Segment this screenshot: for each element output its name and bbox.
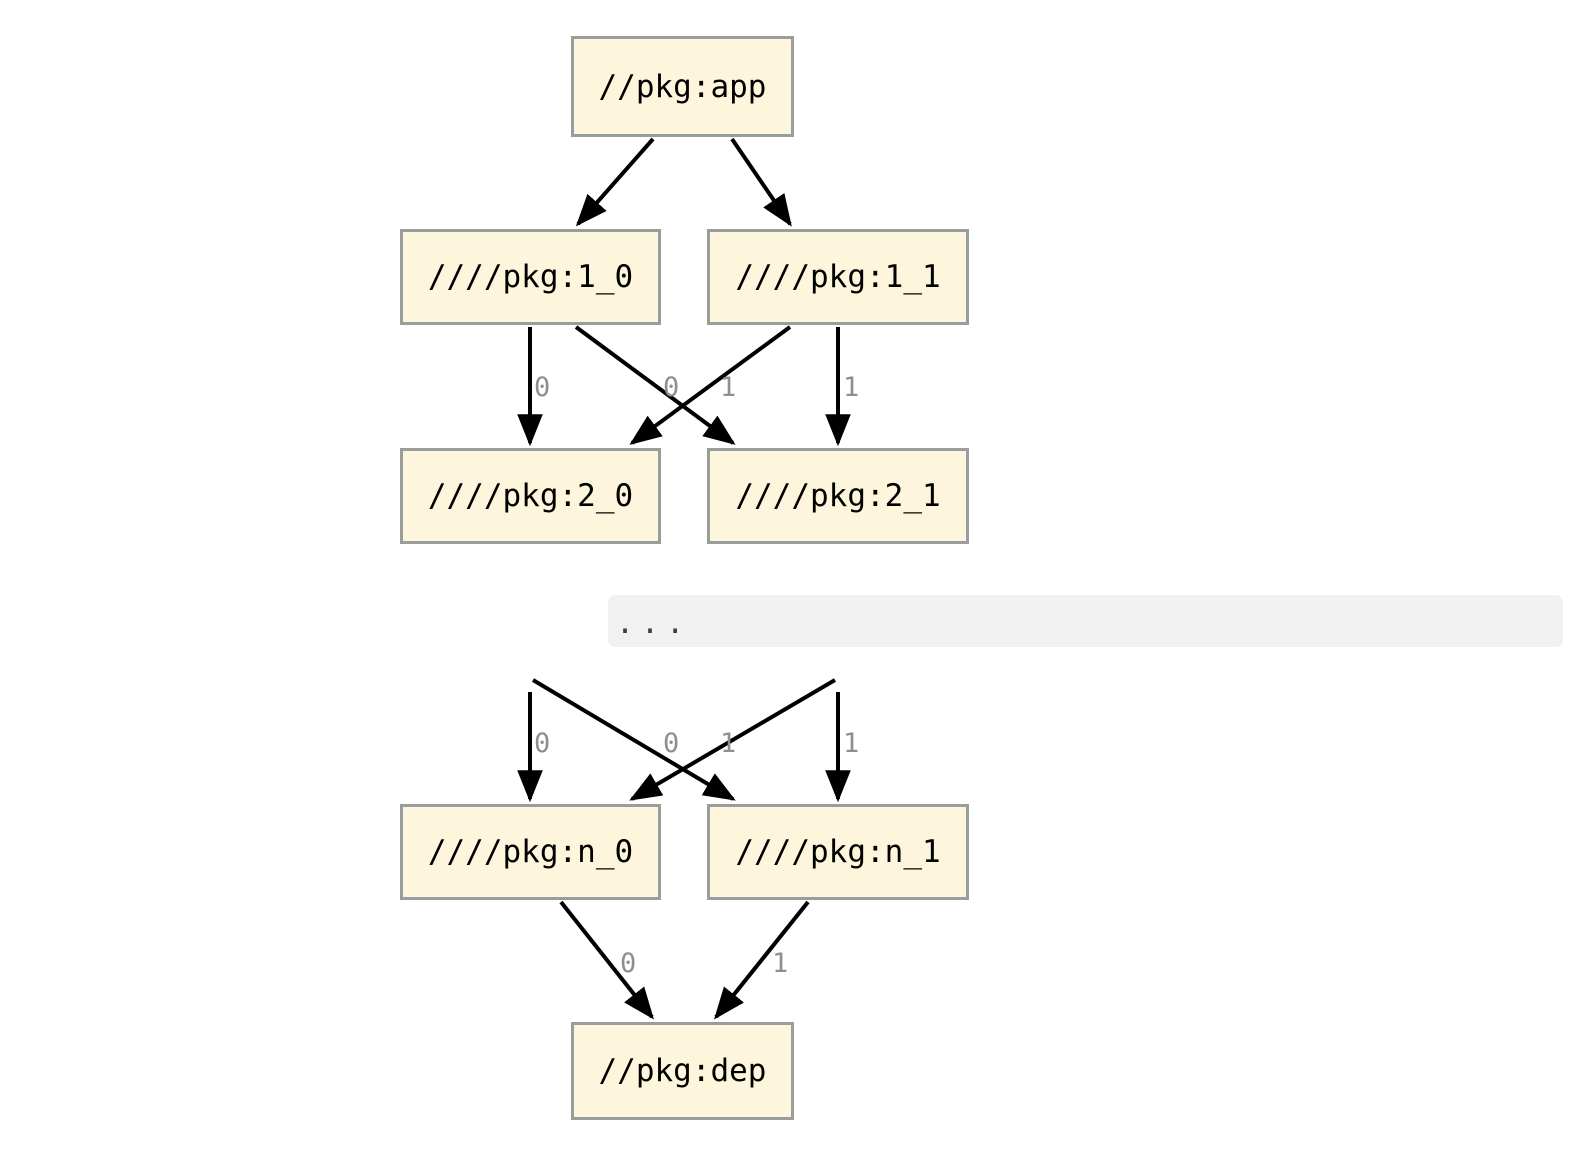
node-n1_0[interactable]: ////pkg:1_0 xyxy=(400,229,661,325)
node-label: //pkg:dep xyxy=(598,1053,767,1089)
node-label: ////pkg:n_1 xyxy=(735,834,941,870)
ellipsis-label: ... xyxy=(616,606,692,641)
edge-e-app-1_0 xyxy=(575,137,655,227)
node-label: //pkg:app xyxy=(598,68,767,105)
edge-e-n_1-dep xyxy=(714,900,810,1020)
node-dep[interactable]: //pkg:dep xyxy=(571,1022,794,1120)
edge-label-e-dangle-n_0: 0 xyxy=(534,728,551,759)
edge-e-1_1-2_0 xyxy=(629,325,792,445)
edge-label-e-1_1-2_0: 1 xyxy=(720,372,737,403)
edge-e-dangle2-n_0 xyxy=(629,678,837,801)
ellipsis-separator-band: ... xyxy=(608,595,1563,647)
node-n2_0[interactable]: ////pkg:2_0 xyxy=(400,448,661,544)
node-label: ////pkg:n_0 xyxy=(427,834,634,870)
edge-label-e-dangle-n_1: 0 xyxy=(663,728,680,759)
node-label: ////pkg:1_1 xyxy=(735,259,941,295)
edge-label-e-1_1-2_1: 1 xyxy=(843,372,860,403)
edge-label-e-dangle2-n_1: 1 xyxy=(843,728,860,759)
edge-label-e-1_0-2_1: 0 xyxy=(663,372,680,403)
edge-e-app-1_1 xyxy=(730,137,792,227)
node-label: ////pkg:2_0 xyxy=(427,478,634,514)
node-n2_1[interactable]: ////pkg:2_1 xyxy=(707,448,969,544)
edge-label-e-dangle2-n_0: 1 xyxy=(720,728,737,759)
node-app[interactable]: //pkg:app xyxy=(571,36,794,137)
node-label: ////pkg:1_0 xyxy=(427,259,634,295)
node-n1_1[interactable]: ////pkg:1_1 xyxy=(707,229,969,325)
node-label: ////pkg:2_1 xyxy=(735,478,941,514)
edge-label-e-n_1-dep: 1 xyxy=(772,948,789,979)
node-nn_0[interactable]: ////pkg:n_0 xyxy=(400,804,661,900)
edge-label-e-n_0-dep: 0 xyxy=(620,948,637,979)
node-nn_1[interactable]: ////pkg:n_1 xyxy=(707,804,969,900)
edge-e-dangle-n_1 xyxy=(531,678,736,801)
edge-e-1_0-2_1 xyxy=(574,325,736,445)
edge-label-e-1_0-2_0: 0 xyxy=(534,372,551,403)
edge-e-n_0-dep xyxy=(559,900,654,1020)
